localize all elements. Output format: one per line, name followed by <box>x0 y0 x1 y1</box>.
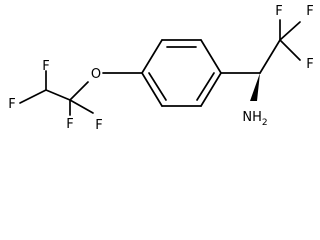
bond-stereocenter-to-cf3 <box>259 39 281 74</box>
amine-nh-text: NH <box>242 110 262 125</box>
ring-bond-upper-right-to-right <box>200 39 222 74</box>
bond-cf2-to-f-bottom-right <box>69 99 94 114</box>
atom-label-f-right-lower: F <box>306 57 313 72</box>
bond-cf3-to-f-right-upper <box>279 21 301 41</box>
atom-label-f-bottom-left: F <box>66 117 73 132</box>
tetrafluoroethoxy-group <box>19 70 94 116</box>
ring-inner-double-bond-left <box>148 72 167 101</box>
bond-cf2-to-oxygen <box>69 81 89 101</box>
bond-cf3-to-f-right-lower <box>279 39 301 61</box>
ring-inner-double-bond-right <box>196 72 215 101</box>
amine-subscript-text: 2 <box>262 118 268 128</box>
bond-f-left-to-carbon <box>19 89 47 104</box>
atom-label-f-left: F <box>8 97 15 112</box>
atom-label-oxygen: O <box>91 67 101 82</box>
ring-bond-right-to-lower-right <box>200 72 222 107</box>
bond-terminal-carbon-to-cf2 <box>45 89 71 101</box>
chemical-structure-diagram: F F F F O F F F NH2 <box>8 4 313 133</box>
atom-label-f-bottom-right: F <box>95 118 102 133</box>
benzene-ring <box>141 39 222 107</box>
atom-label-amine: NH2 <box>242 110 267 128</box>
atom-label-f-top-left: F <box>42 59 49 74</box>
wedge-bond-to-amine <box>250 73 260 101</box>
atom-label-f-right-upper: F <box>306 4 313 19</box>
ring-bond-lower-left-to-left <box>141 72 163 107</box>
atom-label-f-top-right: F <box>275 4 282 19</box>
ring-bond-left-to-upper-left <box>141 39 163 74</box>
trifluoromethyl-group <box>259 19 301 74</box>
